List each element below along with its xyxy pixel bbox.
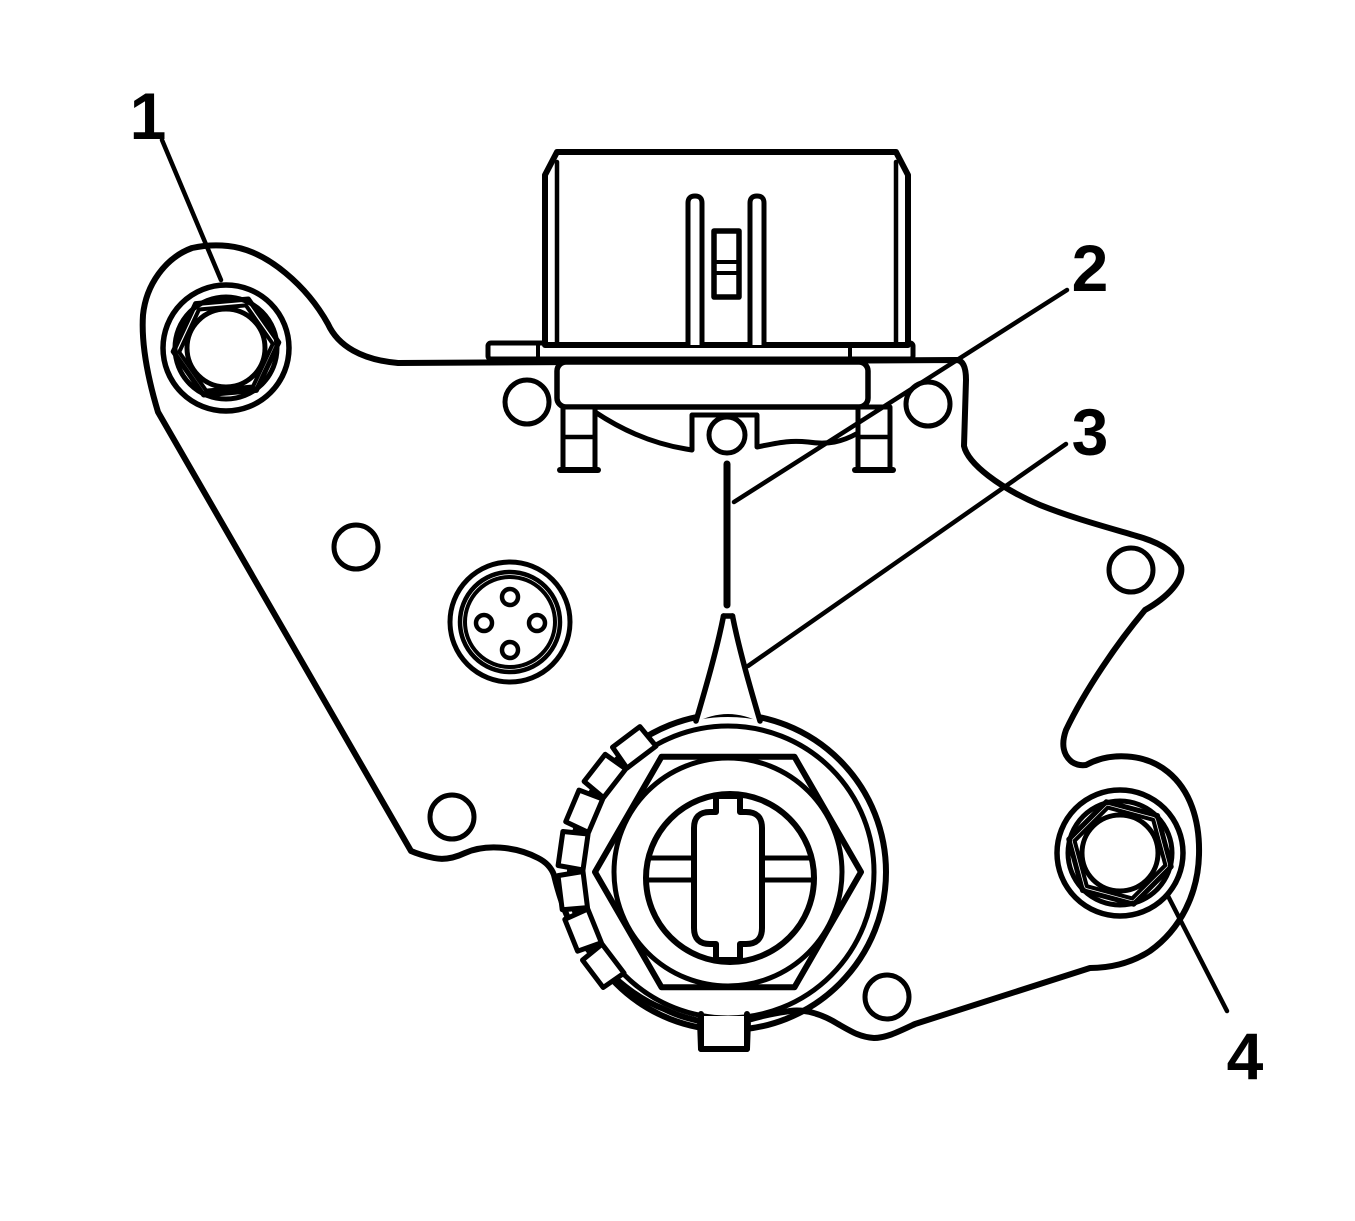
- connector-pin-right: [526, 612, 548, 634]
- connector-terminal-left: [685, 193, 705, 348]
- plate-hole-mid-left: [331, 522, 381, 572]
- bracket-plate-outline: [139, 242, 1203, 1052]
- leader-line-3: [745, 441, 1069, 669]
- round-4pin-connector: [447, 559, 573, 685]
- plate-bottom-tab-mask: [699, 1016, 749, 1051]
- callout-label-4: 4: [1227, 1019, 1264, 1093]
- rotor-shaft-key: [691, 793, 765, 963]
- bracket-plate: [139, 242, 1203, 1052]
- bolt1-hex-outer: [170, 296, 282, 398]
- bolt4-hex-inner: [1072, 805, 1168, 901]
- leader-line-4: [1165, 893, 1230, 1014]
- switch-rotor: [555, 613, 889, 1052]
- bolt4-shank: [1079, 812, 1161, 894]
- rotor-tooth: [555, 869, 590, 913]
- rotor-pointer-left-edge: [693, 613, 727, 724]
- rotor-tooth: [562, 906, 604, 954]
- plate-hole-right-of-connector: [903, 379, 953, 429]
- mounting-bolt-lower-right: [1054, 787, 1186, 919]
- plate-hole-bottom: [862, 972, 912, 1022]
- plate-hole-lower-left: [427, 792, 477, 842]
- rotor-serration-teeth: [555, 724, 659, 990]
- mounting-bolt-upper-left: [160, 282, 292, 414]
- connector-pin-left: [473, 612, 495, 634]
- callout-label-2: 2: [1072, 231, 1109, 305]
- bolt1-hex-inner: [177, 303, 275, 393]
- rotor-tooth: [580, 941, 627, 990]
- callout-label-1: 1: [130, 79, 167, 153]
- bolt1-washer-outer: [160, 282, 292, 414]
- switch-index-hole: [706, 414, 748, 456]
- bolt1-shank: [184, 306, 268, 390]
- connector-base-housing: [554, 359, 871, 410]
- leader-line-1: [159, 137, 224, 283]
- bolt4-washer-outer: [1054, 787, 1186, 919]
- connector-pin-top: [499, 586, 521, 608]
- rotor-tooth: [563, 787, 606, 835]
- round-connector-face: [463, 575, 557, 669]
- electrical-connector: [485, 149, 916, 473]
- bolt4-washer-inner: [1065, 798, 1175, 908]
- rotor-tooth: [610, 724, 659, 771]
- rotor-tooth: [581, 751, 629, 801]
- rotor-tooth: [555, 829, 591, 873]
- bolt4-hex-outer: [1066, 799, 1174, 907]
- rotor-hex-nut: [592, 753, 864, 991]
- callout-labels: 1 2 3 4: [130, 79, 1264, 1093]
- rotor-nut-chamfer-circle: [611, 755, 845, 989]
- plate-bottom-tab: [698, 1011, 750, 1052]
- plate-hole-left-of-connector: [502, 377, 552, 427]
- plate-hole-right-edge: [1106, 545, 1156, 595]
- leader-line-2: [731, 287, 1070, 505]
- rotor-pointer-fill: [694, 614, 762, 723]
- round-connector-mid-ring: [457, 569, 563, 675]
- connector-terminal-right: [747, 193, 767, 348]
- rotor-pointer-right-edge: [729, 613, 763, 724]
- connector-pin-bottom: [499, 639, 521, 661]
- callout-label-3: 3: [1072, 395, 1109, 469]
- round-connector-outer-ring: [447, 559, 573, 685]
- callout-leaders: [159, 137, 1230, 1014]
